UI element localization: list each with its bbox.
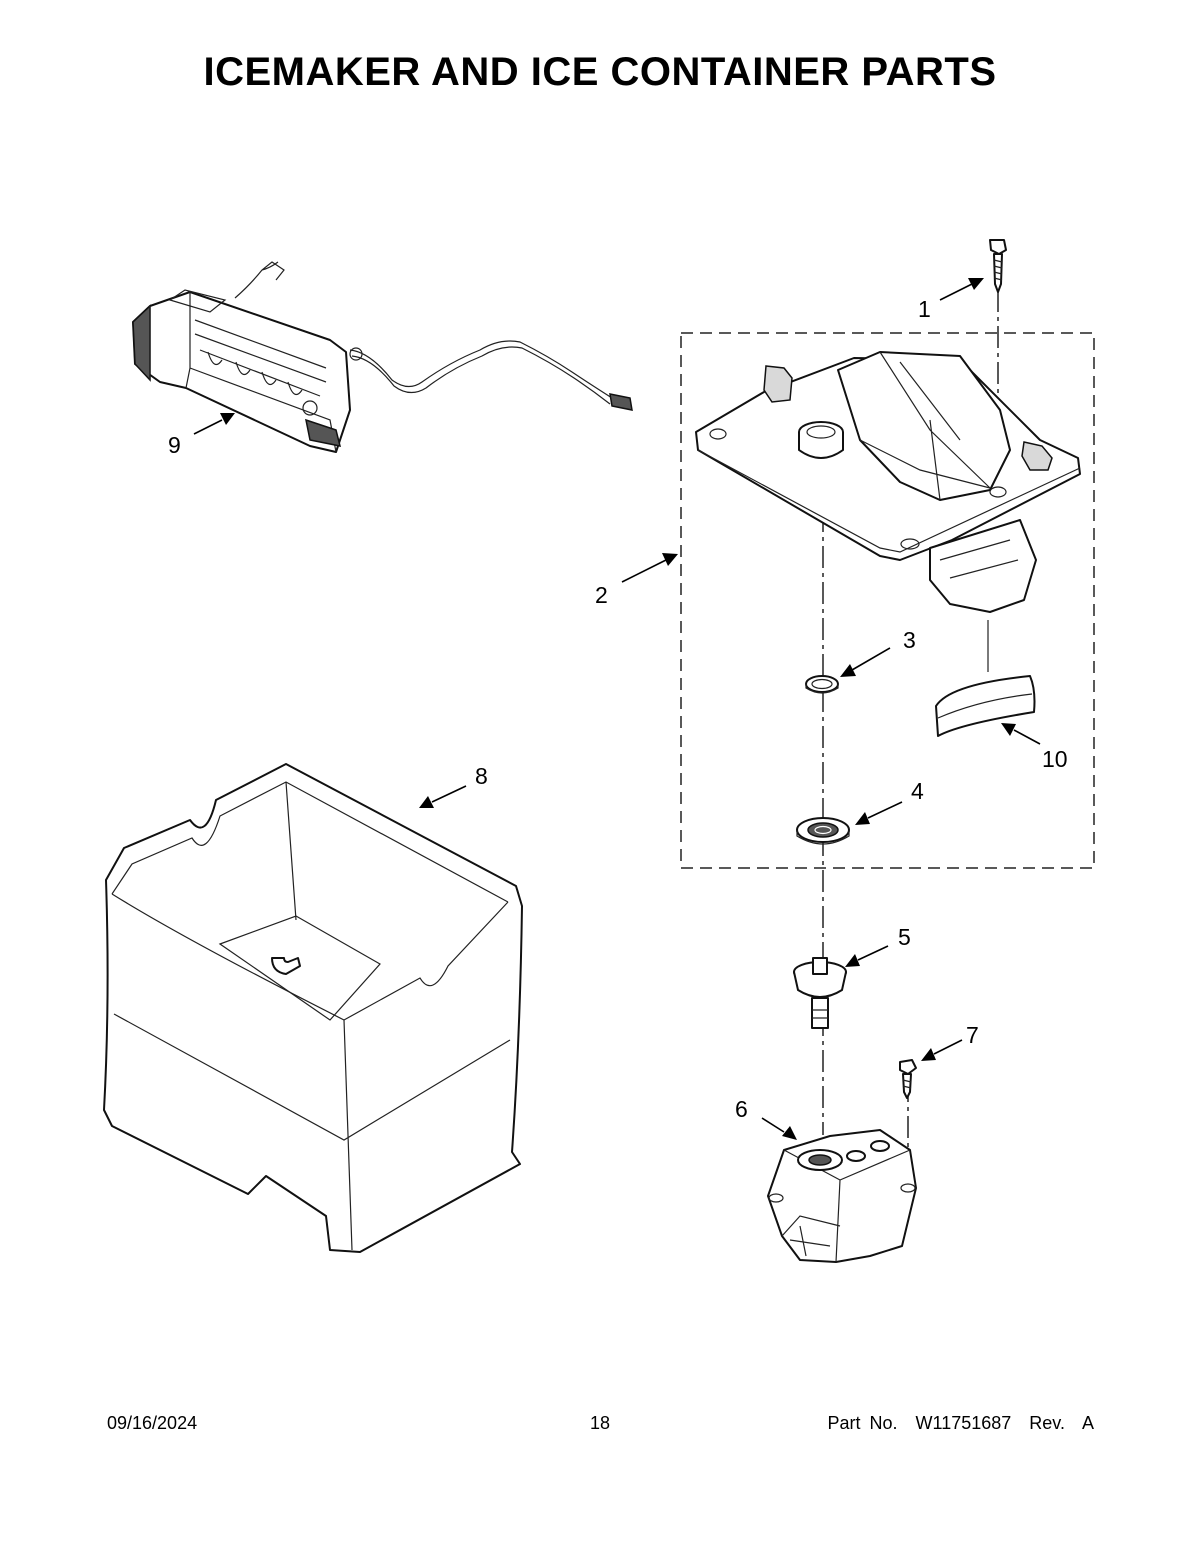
callout-number-7: 7 (966, 1022, 979, 1048)
callout-number-1: 1 (918, 296, 931, 322)
callout-arrow-5 (857, 945, 889, 961)
footer-date: 09/16/2024 (107, 1413, 198, 1433)
callout-number-8: 8 (475, 763, 488, 789)
auger-motor-part-6 (767, 1129, 917, 1263)
callout-number-5: 5 (898, 924, 911, 950)
icemaker-assembly-part-9 (132, 261, 633, 453)
ice-bin-part-8 (103, 763, 523, 1253)
callout-arrow-1 (939, 283, 973, 301)
callout-arrow-9 (193, 419, 223, 435)
callout-arrow-2 (621, 559, 667, 583)
o-ring-part-3 (805, 675, 839, 694)
page-title: ICEMAKER AND ICE CONTAINER PARTS (203, 50, 997, 94)
callout-arrows (193, 278, 1041, 1140)
callout-number-3: 3 (903, 627, 916, 653)
screw-part-1 (989, 239, 1007, 293)
callout-number-9: 9 (168, 432, 181, 458)
callout-arrow-7 (933, 1039, 963, 1055)
coupler-part-5 (793, 957, 847, 1029)
callout-arrow-6 (761, 1117, 785, 1133)
housing-funnel-part-2 (695, 351, 1081, 613)
callout-arrow-8 (431, 785, 467, 803)
footer-part-number: Part No. W11751687 Rev. A (827, 1413, 1094, 1433)
gasket-part-10 (935, 675, 1036, 737)
screw-part-7 (899, 1059, 917, 1099)
callout-number-10: 10 (1042, 746, 1068, 772)
callout-arrow-3 (851, 647, 891, 671)
bearing-seal-part-4 (796, 817, 850, 845)
callout-arrow-4 (867, 801, 903, 819)
callout-arrow-10 (1013, 729, 1041, 745)
footer-page-number: 18 (590, 1413, 611, 1433)
callout-number-6: 6 (735, 1096, 748, 1122)
callout-numbers: 1 2 3 4 5 6 7 8 9 10 (168, 296, 1068, 1122)
callout-number-4: 4 (911, 778, 924, 804)
callout-number-2: 2 (595, 582, 608, 608)
